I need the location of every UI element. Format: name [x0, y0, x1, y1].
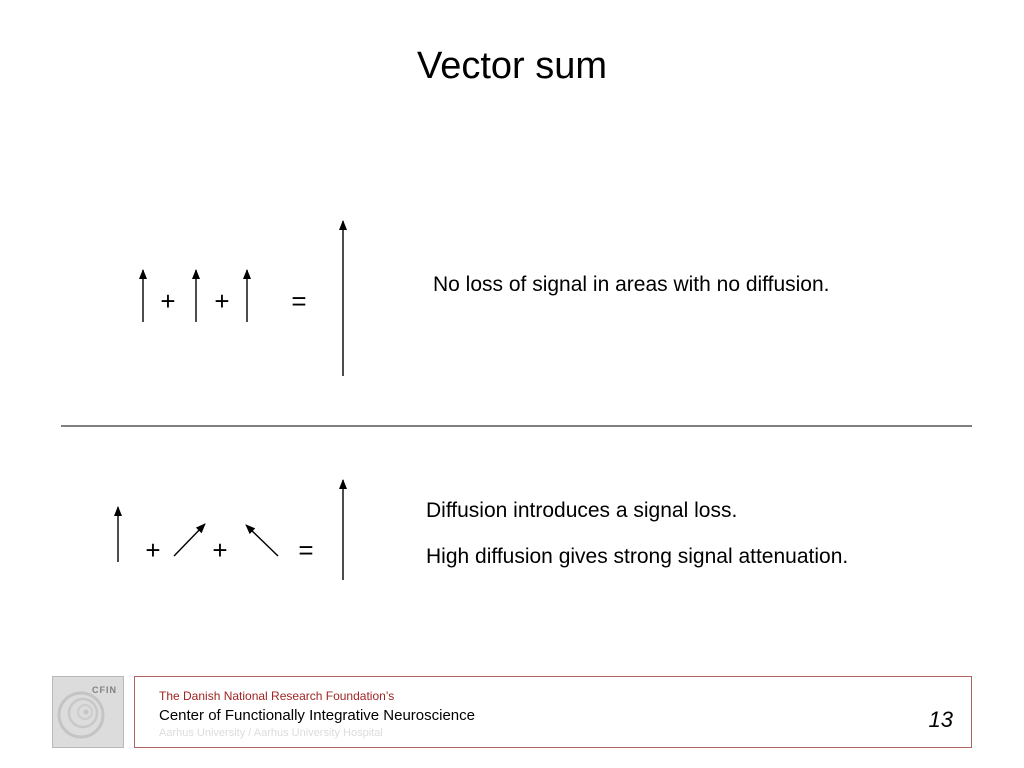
bottom-equals: =	[298, 535, 313, 565]
footer-university: Aarhus University / Aarhus University Ho…	[159, 727, 383, 739]
slide-title: Vector sum	[416, 45, 608, 87]
cfin-logo: CFIN	[52, 676, 124, 748]
footer-bar: The Danish National Research Foundation’…	[134, 676, 972, 748]
bottom-vector-2	[173, 523, 206, 557]
bottom-caption-2: High diffusion gives strong signal atten…	[426, 545, 849, 568]
top-plus-1: +	[160, 286, 175, 316]
top-equals: =	[291, 286, 306, 316]
footer-foundation: The Danish National Research Foundation’…	[159, 689, 395, 703]
bottom-caption-1: Diffusion introduces a signal loss.	[426, 499, 738, 522]
top-plus-2: +	[214, 286, 229, 316]
bottom-plus-2: +	[212, 535, 227, 565]
spiral-shell-icon	[57, 691, 105, 739]
logo-text: CFIN	[92, 685, 117, 695]
bottom-vector-3	[245, 524, 279, 557]
footer-center-name: Center of Functionally Integrative Neuro…	[159, 707, 475, 724]
bottom-plus-1: +	[145, 535, 160, 565]
page-number: 13	[928, 707, 953, 732]
top-caption: No loss of signal in areas with no diffu…	[433, 273, 830, 296]
vector-sum-diagram: + + = + + =	[61, 220, 972, 580]
